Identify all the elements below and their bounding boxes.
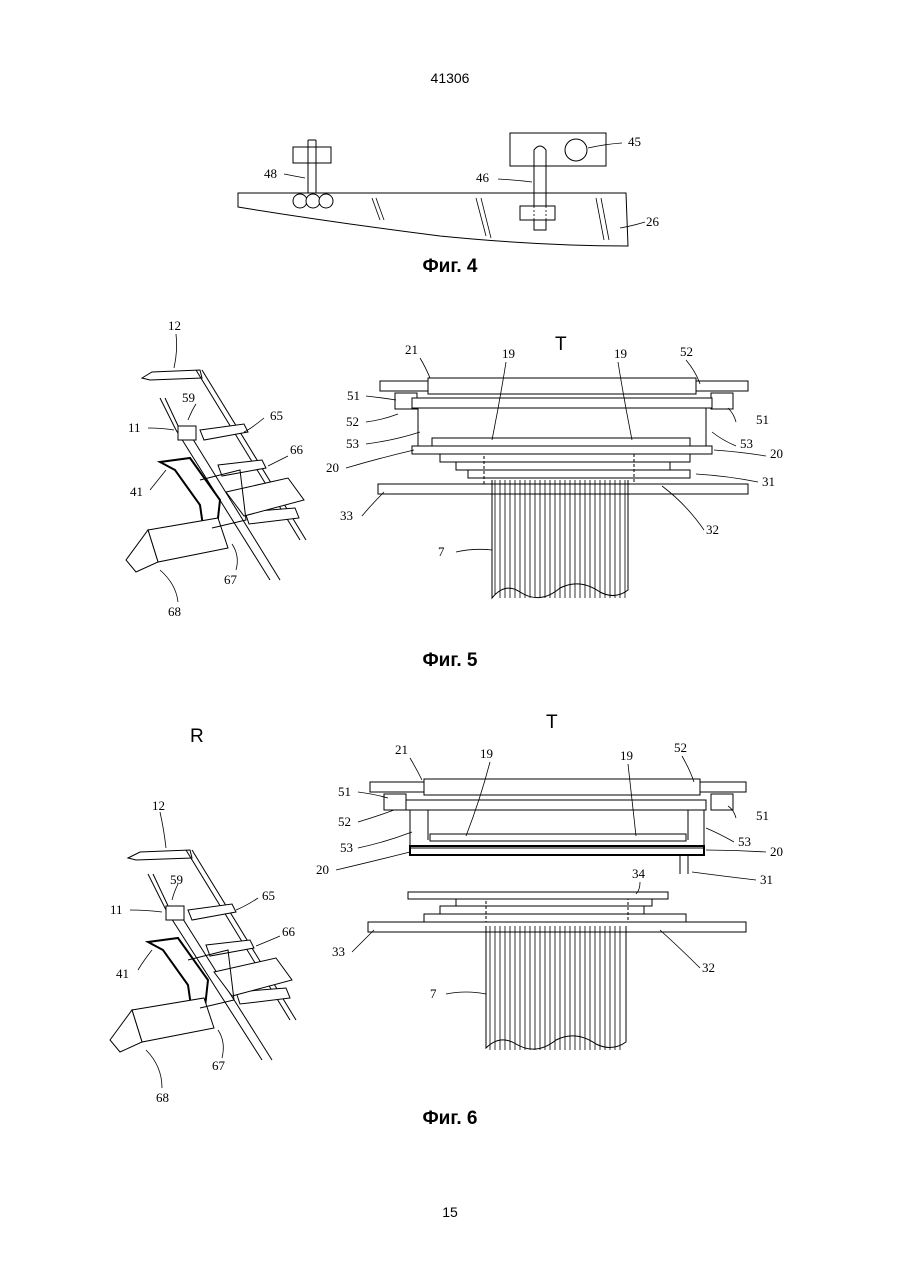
fig5-right-label-7: 7 — [438, 544, 445, 559]
fig6-right-label-52b: 52 — [338, 814, 351, 829]
fig5-right-label-19a: 19 — [502, 346, 515, 361]
fig6-left-label-65: 65 — [262, 888, 275, 903]
fig6-left-label-67: 67 — [212, 1058, 226, 1073]
fig4-label-48: 48 — [264, 166, 277, 181]
fig6-right-label-20b: 20 — [770, 844, 783, 859]
fig5-left-label-65: 65 — [270, 408, 283, 423]
fig6-spindle-assembly — [368, 779, 746, 1050]
figure-5-caption: Фиг. 5 — [0, 650, 900, 672]
fig5-left-label-68: 68 — [168, 604, 181, 619]
fig5-right-label-52b: 52 — [346, 414, 359, 429]
fig5-right-label-31: 31 — [762, 474, 775, 489]
figure-4-caption: Фиг. 4 — [0, 256, 900, 278]
fig6-left-label-11: 11 — [110, 902, 123, 917]
fig6-left-label-68: 68 — [156, 1090, 169, 1105]
fig6-left-label-66: 66 — [282, 924, 296, 939]
figure-6-caption: Фиг. 6 — [0, 1108, 900, 1130]
fig5-left-label-59: 59 — [182, 390, 195, 405]
fig6-right-label-19a: 19 — [480, 746, 493, 761]
fig5-right-label-19b: 19 — [614, 346, 627, 361]
fig6-right-label-33: 33 — [332, 944, 345, 959]
fig5-left-label-11: 11 — [128, 420, 141, 435]
fig6-arm-assembly — [110, 850, 296, 1060]
fig5-spindle-assembly — [378, 378, 748, 598]
fig6-right-label-51b: 51 — [756, 808, 769, 823]
fig6-right-label-31: 31 — [760, 872, 773, 887]
fig5-right-label-32: 32 — [706, 522, 719, 537]
fig6-right-label-20a: 20 — [316, 862, 329, 877]
fig6-right-label-53a: 53 — [340, 840, 353, 855]
fig4-label-26: 26 — [646, 214, 660, 229]
fig6-right-label-34: 34 — [632, 866, 646, 881]
page-number: 15 — [0, 1204, 900, 1220]
fig4-label-46: 46 — [476, 170, 490, 185]
fig6-right-label-32: 32 — [702, 960, 715, 975]
fig5-left-label-66: 66 — [290, 442, 304, 457]
fig6-right-label-51a: 51 — [338, 784, 351, 799]
fig5-right-label-20b: 20 — [770, 446, 783, 461]
fig5-right-label-51b: 51 — [756, 412, 769, 427]
fig6-view-letter-r: R — [190, 726, 204, 747]
fig5-left-label-41: 41 — [130, 484, 143, 499]
fig6-right-label-21: 21 — [395, 742, 408, 757]
fig5-right-label-53a: 53 — [346, 436, 359, 451]
fig6-left-label-41: 41 — [116, 966, 129, 981]
fig6-left-label-12: 12 — [152, 798, 165, 813]
figure-4-drawing: 48 46 45 26 — [0, 120, 900, 260]
fig5-left-label-12: 12 — [168, 318, 181, 333]
figure-5-drawing: 12 59 11 65 66 41 67 68 — [0, 310, 900, 630]
document-number: 41306 — [0, 70, 900, 86]
fig6-right-label-7: 7 — [430, 986, 437, 1001]
fig5-right-label-52a: 52 — [680, 344, 693, 359]
fig6-left-label-59: 59 — [170, 872, 183, 887]
fig5-left-label-67: 67 — [224, 572, 238, 587]
fig4-label-45: 45 — [628, 134, 641, 149]
fig6-view-letter-t: T — [546, 712, 558, 733]
fig5-right-label-20a: 20 — [326, 460, 339, 475]
figure-6-drawing: R T 12 59 11 65 66 41 67 68 — [0, 700, 900, 1110]
fig5-view-letter-t: T — [555, 334, 567, 355]
fig5-arm-assembly — [126, 370, 306, 580]
fig5-right-label-53b: 53 — [740, 436, 753, 451]
fig6-right-label-19b: 19 — [620, 748, 633, 763]
fig6-right-label-52a: 52 — [674, 740, 687, 755]
fig5-right-label-51a: 51 — [347, 388, 360, 403]
fig5-right-label-21: 21 — [405, 342, 418, 357]
fig6-right-label-53b: 53 — [738, 834, 751, 849]
fig5-right-label-33: 33 — [340, 508, 353, 523]
